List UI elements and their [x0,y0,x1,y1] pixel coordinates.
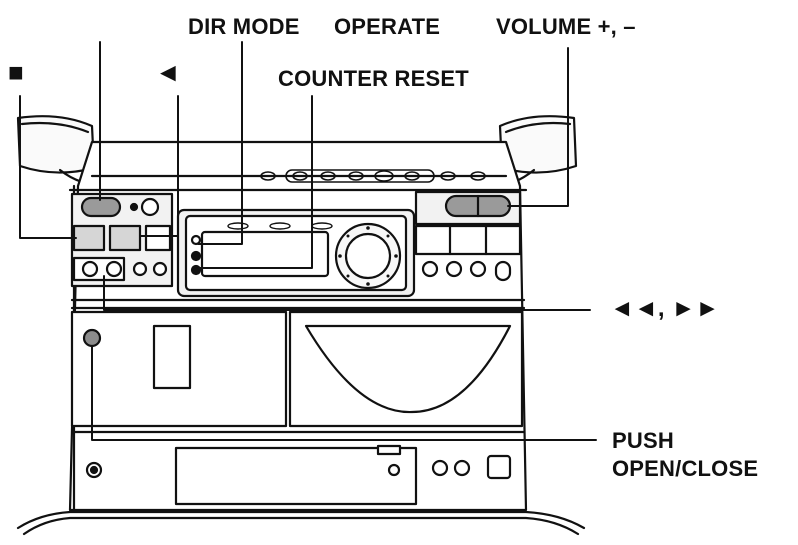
right-controls [414,190,522,282]
dir-mode-label: DIR MODE [188,14,300,39]
rewind-symbol-label: ◄ [155,57,181,87]
operate-label: OPERATE [334,14,441,39]
leader-lines [19,41,597,441]
right-handle [498,115,578,184]
cassette-cd-section [70,310,526,434]
rew-ff-label: ◄◄, ►► [610,295,720,322]
top-button-row [260,169,486,183]
bottom-tape-deck [85,444,512,506]
stop-symbol-label: ■ [8,57,24,87]
display-module [176,208,416,298]
push-label: PUSH [612,428,674,453]
left-controls [70,192,174,288]
open-close-label: OPEN/CLOSE [612,456,759,481]
volume-label: VOLUME +, – [496,14,636,39]
counter-reset-label: COUNTER RESET [278,66,469,91]
unit-base [16,510,586,536]
